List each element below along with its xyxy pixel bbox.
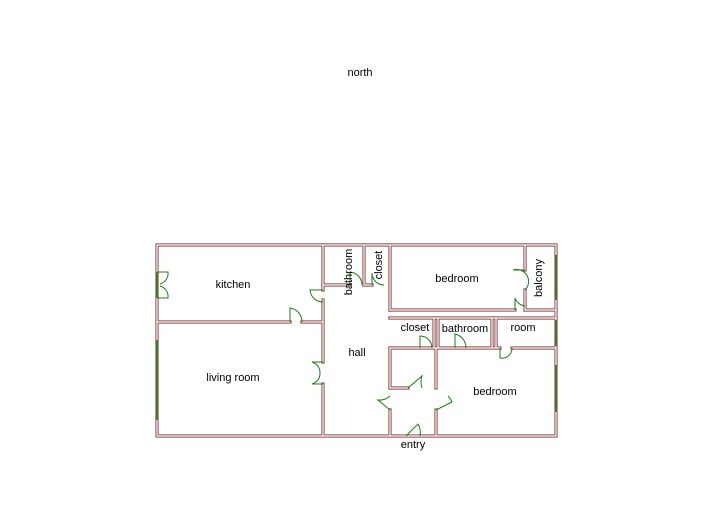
room-label-kitchen: kitchen [216,279,251,291]
room-label-bedroom-top: bedroom [435,273,478,285]
room-door [499,347,513,359]
hall-kitchen-door [309,289,324,303]
bedroom-bottom-door [435,395,453,411]
walls [155,243,558,438]
room-label-closet-top: closet [373,251,385,280]
room-label-bathroom-mid: bathroom [442,323,488,335]
closet-mid-door [419,335,433,349]
room-label-room: room [510,322,535,334]
kitchen-door-left-leaf [157,271,169,285]
kitchen-hall-door [289,307,303,323]
balcony-door [512,268,530,291]
room-label-living-room: living room [206,372,259,384]
living-hall-door-lower [311,372,323,385]
room-label-hall: hall [348,347,365,359]
room-label-balcony: balcony [533,259,545,297]
doors-and-windows [156,255,557,437]
kitchen-door-right-leaf [157,285,169,299]
room-labels: kitchen living room hall bathroom closet… [206,249,545,451]
entry-west-door [376,395,391,411]
closet-top-door [371,272,385,286]
room-label-entry: entry [401,439,426,451]
north-label: north [347,67,372,79]
bedroom-top-corner-door [514,297,526,310]
entry-front-door [405,423,421,437]
room-label-bedroom-bottom: bedroom [473,386,516,398]
entry-inner-door [407,374,424,389]
room-label-closet-mid: closet [401,322,430,334]
room-label-bathroom-top: bathroom [343,249,355,295]
bathroom-mid-door [454,333,467,349]
bathroom-top-door [349,271,363,286]
living-hall-door-upper [311,361,323,374]
